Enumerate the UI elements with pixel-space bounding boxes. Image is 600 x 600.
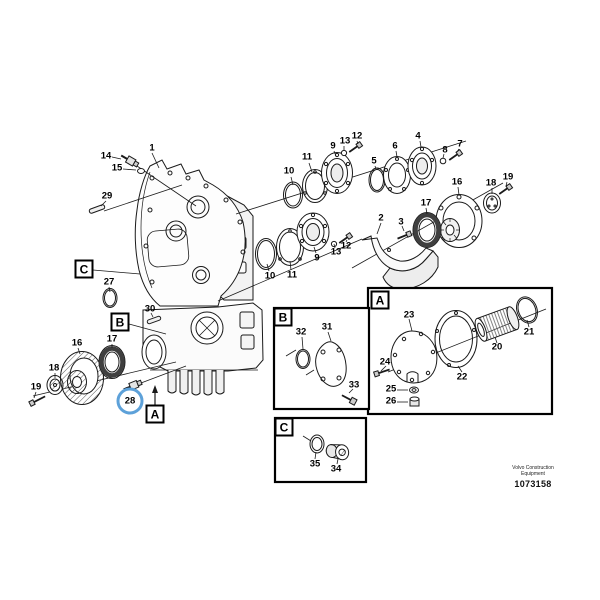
washer-35-drawing [309,434,325,454]
bolt-24-drawing [372,368,390,378]
part-callout-15: 15 [111,162,123,174]
part-callout-22: 22 [456,371,468,383]
ref-label-a-leader: A [145,404,165,424]
part-callout-35: 35 [309,458,321,470]
part-callout-19: 19 [30,381,42,393]
pin-29-drawing [88,204,106,214]
bolt-19b-drawing [28,395,46,407]
cover-9b-drawing [296,212,330,252]
coupling-18a-drawing [483,192,501,214]
part-callout-7: 7 [457,138,463,150]
part-callout-16: 16 [71,337,83,349]
part-callout-13: 13 [330,246,342,258]
drawing-number: 1073158 [514,479,552,489]
washer-25-drawing [409,386,419,394]
pin-30-drawing [146,315,162,325]
halfshell-2-drawing [361,235,439,290]
cover-9a-drawing [321,152,353,194]
part-callout-12: 12 [351,130,363,142]
seal-17a-drawing [412,212,442,248]
part-callout-19: 19 [502,171,514,183]
oring-5-drawing [368,167,386,193]
part-callout-18: 18 [485,177,497,189]
part-callout-13: 13 [339,135,351,147]
part-callout-17: 17 [106,333,118,345]
part-callout-4: 4 [415,130,421,142]
plate-31-drawing [315,341,347,387]
part-callout-34: 34 [330,463,342,475]
watermark: Volvo Construction Equipment 1073158 [498,465,568,489]
part-callout-14: 14 [100,150,112,162]
nut-13a-drawing [340,149,348,157]
bolt-33-drawing [341,394,358,406]
oring-10a-drawing [283,181,303,209]
part-callout-6: 6 [392,140,398,152]
part-callout-18: 18 [48,362,60,374]
ref-label-a-corner: A [370,290,390,310]
plate-23-drawing [390,330,438,384]
washer-8-drawing [439,157,447,165]
part-callout-11: 11 [286,269,298,281]
ring-11b-drawing [276,228,304,266]
part-callout-3: 3 [398,216,404,228]
ref-label-c-corner: C [274,417,294,437]
gasket-6-drawing [383,156,411,194]
plug-26-drawing [409,396,420,407]
oring-32-drawing [295,349,311,369]
part-callout-10: 10 [283,165,295,177]
part-callout-5: 5 [371,155,377,167]
part-callout-17: 17 [420,197,432,209]
part-callout-16: 16 [451,176,463,188]
part-callout-9: 9 [314,252,320,264]
part-callout-26: 26 [385,395,397,407]
ref-label-b-corner: B [273,307,293,327]
oring-21-drawing [516,296,538,324]
bolt-3-drawing [397,230,413,240]
detail-box-a [366,286,554,416]
bolt-12b-drawing [338,231,354,244]
sensor-14-drawing [120,154,140,168]
part-callout-11: 11 [301,151,313,163]
part-callout-8: 8 [442,144,448,156]
part-callout-31: 31 [321,321,333,333]
hub-16a-drawing [435,194,483,248]
part-callout-29: 29 [101,190,113,202]
part-callout-21: 21 [523,326,535,338]
part-callout-9: 9 [330,140,336,152]
seal-17b-drawing [98,345,126,379]
part-callout-12: 12 [340,240,352,252]
part-callout-28: 28 [116,387,144,415]
part-callout-10: 10 [264,270,276,282]
oring-10b-drawing [255,238,277,270]
part-callout-25: 25 [385,383,397,395]
gasket-22-drawing [434,310,478,368]
part-callout-27: 27 [103,276,115,288]
part-callout-2: 2 [378,212,384,224]
watermark-line1: Volvo Construction [512,465,554,471]
detail-box-c [273,416,368,484]
cover-4-drawing [407,146,437,186]
part-callout-1: 1 [149,142,155,154]
filter-20-drawing [474,306,520,342]
bolt-7-drawing [448,148,464,161]
part-callout-24: 24 [379,356,391,368]
part-callout-20: 20 [491,341,503,353]
ref-label-c-leader: C [74,259,94,279]
washer-15-drawing [137,168,145,174]
plug-34-drawing [325,444,350,461]
part-callout-30: 30 [144,303,156,315]
part-callout-32: 32 [295,326,307,338]
part-callout-23: 23 [403,309,415,321]
hub-16b-drawing [60,351,104,405]
housing-drawing [134,159,264,396]
bolt-19a-drawing [498,182,514,195]
leader-lines [33,140,508,406]
part-callout-33: 33 [348,379,360,391]
watermark-line2: Equipment [521,471,545,477]
ref-label-b-leader: B [110,312,130,332]
